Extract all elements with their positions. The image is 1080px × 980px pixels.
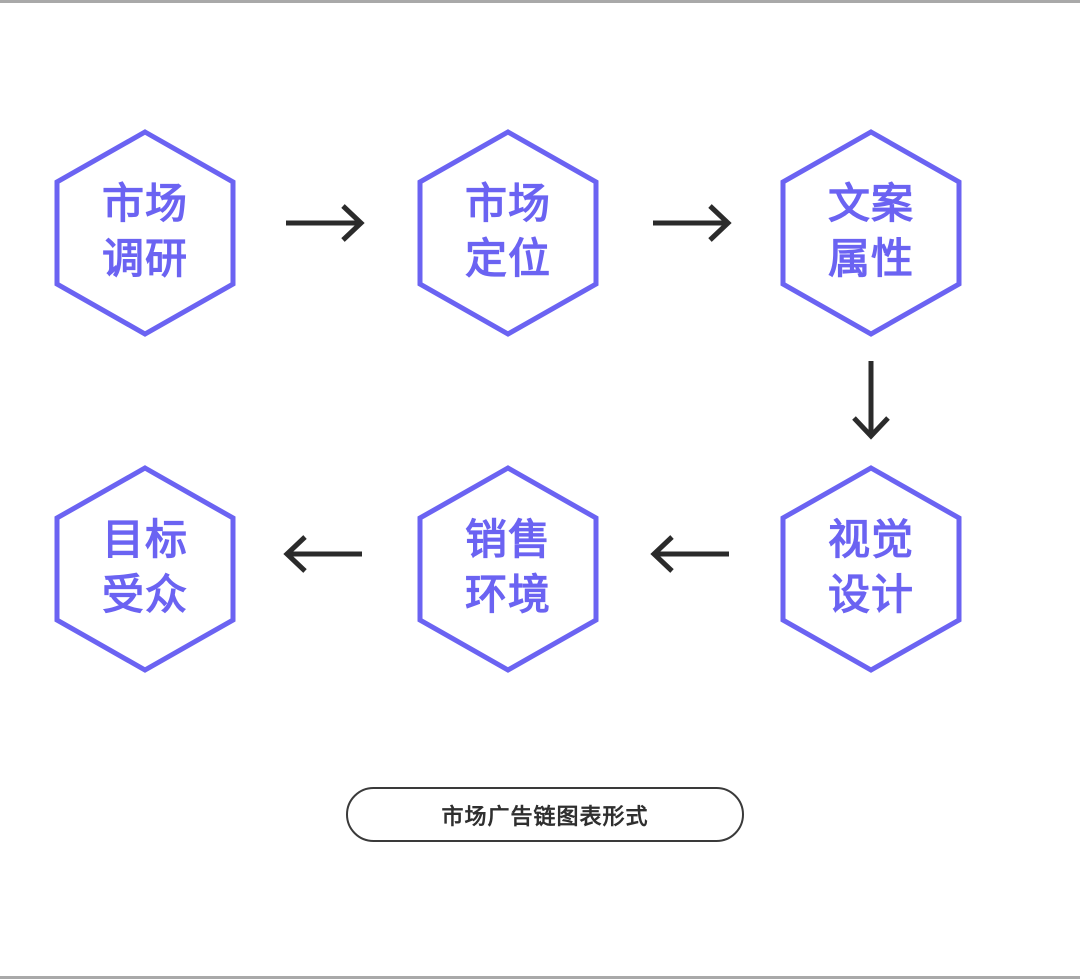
step-label-line1: 目标 — [101, 515, 188, 564]
step-label-line1: 市场 — [101, 179, 188, 228]
arrow-right-icon — [653, 204, 732, 242]
step-label: 销售 环境 — [416, 512, 600, 622]
caption-text: 市场广告链图表形式 — [441, 804, 649, 830]
step-label-line2: 环境 — [464, 570, 551, 619]
hexagon-shape — [780, 465, 962, 673]
step-label: 市场 调研 — [53, 176, 237, 286]
step-label-line1: 文案 — [827, 179, 914, 228]
step-visual-design: 视觉 设计 — [779, 464, 963, 674]
hexagon-shape — [417, 465, 599, 673]
step-target-audience: 目标 受众 — [53, 464, 237, 674]
step-label-line1: 市场 — [464, 179, 551, 228]
step-label-line2: 设计 — [827, 570, 914, 619]
arrow-left-icon — [283, 535, 362, 573]
step-label-line2: 定位 — [464, 234, 551, 283]
step-label: 目标 受众 — [53, 512, 237, 622]
step-label-line1: 视觉 — [827, 515, 914, 564]
hexagon-shape — [780, 129, 962, 337]
hexagon-shape — [54, 465, 236, 673]
arrow-left-icon — [650, 535, 729, 573]
arrow-right-icon — [286, 204, 365, 242]
bottom-rule — [0, 976, 1080, 979]
step-label: 视觉 设计 — [779, 512, 963, 622]
step-label: 市场 定位 — [416, 176, 600, 286]
step-label: 文案 属性 — [779, 176, 963, 286]
step-label-line1: 销售 — [464, 515, 551, 564]
step-label-line2: 调研 — [101, 234, 188, 283]
arrow-down-icon — [852, 361, 890, 440]
step-market-positioning: 市场 定位 — [416, 128, 600, 338]
step-label-line2: 受众 — [101, 570, 188, 619]
top-rule — [0, 0, 1080, 3]
step-copy-attributes: 文案 属性 — [779, 128, 963, 338]
hexagon-shape — [54, 129, 236, 337]
step-sales-environment: 销售 环境 — [416, 464, 600, 674]
step-market-research: 市场 调研 — [53, 128, 237, 338]
step-label-line2: 属性 — [827, 234, 914, 283]
hexagon-shape — [417, 129, 599, 337]
caption-pill: 市场广告链图表形式 — [346, 787, 744, 842]
